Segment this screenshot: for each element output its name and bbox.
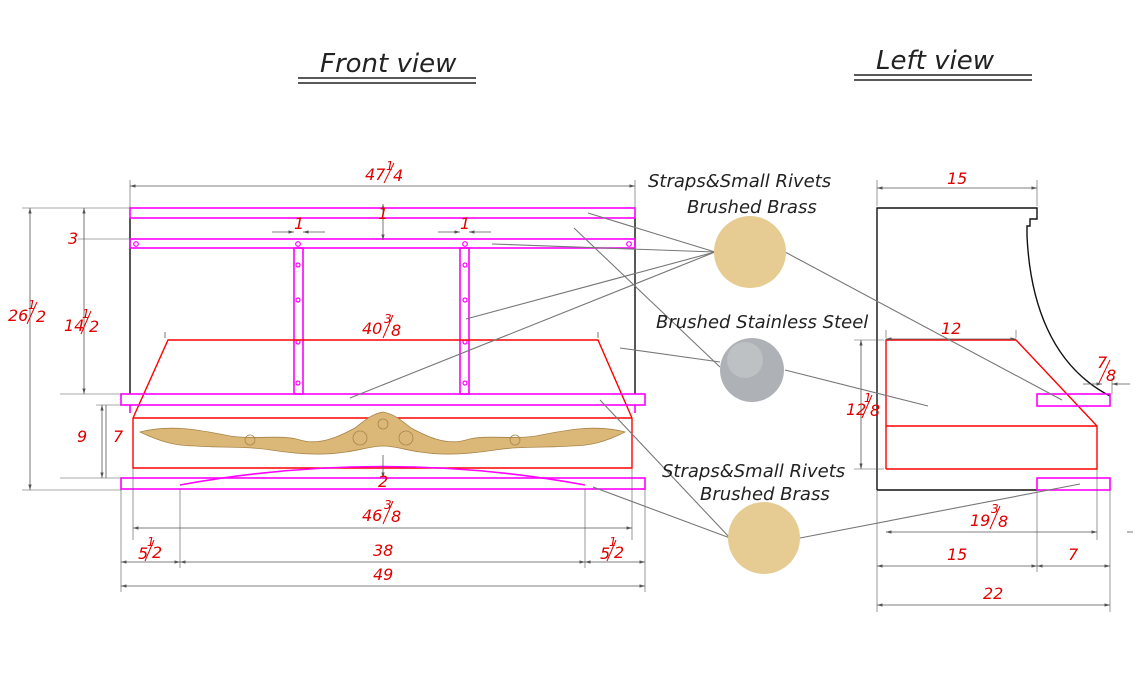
dim-left-15-top: 15 (947, 169, 967, 188)
dim-left-7: 7 (1068, 545, 1079, 564)
dim-2: 2 (378, 472, 388, 491)
svg-text:Brushed Stainless Steel: Brushed Stainless Steel (656, 312, 868, 333)
dim-3: 3 (68, 229, 78, 248)
dim-right-offset: 5 (600, 544, 610, 563)
front-view-drawing (22, 180, 646, 592)
dim-9: 9 (77, 427, 87, 446)
front-dimensions: 47 1 4 1 1 1 3 26 1 2 14 1 2 40 3 8 9 7 … (8, 159, 624, 584)
svg-text:1: 1 (82, 307, 90, 321)
dim-left-offset: 5 (138, 544, 148, 563)
dim-38: 38 (373, 541, 393, 560)
dim-total-height: 26 (8, 306, 28, 325)
dim-top-width: 47 (365, 165, 386, 184)
svg-text:4: 4 (393, 166, 403, 185)
dim-left-19: 19 (970, 511, 990, 530)
svg-text:3: 3 (384, 312, 392, 326)
svg-text:3: 3 (991, 502, 999, 516)
svg-text:Brushed Brass: Brushed Brass (700, 484, 830, 505)
svg-text:2: 2 (89, 317, 99, 336)
svg-text:Straps&Small Rivets: Straps&Small Rivets (648, 171, 831, 192)
carving-ornament (138, 411, 627, 455)
dim-7: 7 (113, 427, 124, 446)
dim-strap-left: 1 (294, 214, 304, 233)
dim-upper-height: 14 (64, 316, 84, 335)
svg-text:Left view: Left view (876, 46, 995, 76)
brushed-brass-swatch-bottom (728, 502, 800, 574)
svg-text:8: 8 (391, 321, 401, 340)
callout-straps-top: Straps&Small Rivets Brushed Brass (648, 171, 831, 218)
left-dimensions: 15 12 7 8 12 1 8 19 3 8 15 7 22 (846, 169, 1116, 603)
svg-text:3: 3 (384, 498, 392, 512)
svg-text:8: 8 (998, 512, 1008, 531)
svg-text:1: 1 (386, 159, 394, 173)
svg-text:1: 1 (28, 298, 36, 312)
svg-text:Front view: Front view (320, 49, 457, 79)
svg-text:Brushed Brass: Brushed Brass (687, 197, 817, 218)
callout-straps-bottom: Straps&Small Rivets Brushed Brass (662, 461, 845, 505)
dim-strap-right: 1 (460, 214, 470, 233)
svg-text:8: 8 (1106, 366, 1116, 385)
dim-left-height: 12 (846, 400, 866, 419)
svg-text:1: 1 (147, 535, 155, 549)
left-view-title: Left view (854, 46, 1032, 81)
front-view-title: Front view (298, 49, 476, 84)
svg-text:Straps&Small Rivets: Straps&Small Rivets (662, 461, 845, 482)
svg-text:1: 1 (609, 535, 617, 549)
leader-lines (349, 212, 1081, 539)
dim-left-12: 12 (941, 319, 961, 338)
dim-hood-top: 40 (362, 319, 382, 338)
svg-text:2: 2 (152, 543, 162, 562)
svg-text:8: 8 (391, 507, 401, 526)
dim-top-band: 1 (378, 204, 388, 223)
svg-text:2: 2 (614, 543, 624, 562)
svg-text:8: 8 (870, 401, 880, 420)
left-view-drawing (854, 180, 1133, 612)
dim-left-overhang: 7 (1097, 353, 1108, 372)
brushed-brass-swatch-top (714, 216, 786, 288)
callout-steel: Brushed Stainless Steel (656, 312, 868, 333)
dim-left-15: 15 (947, 545, 967, 564)
dim-left-22: 22 (983, 584, 1003, 603)
svg-text:2: 2 (36, 307, 46, 326)
svg-text:1: 1 (864, 391, 872, 405)
dim-49: 49 (373, 565, 393, 584)
dim-mid-width: 46 (362, 506, 382, 525)
